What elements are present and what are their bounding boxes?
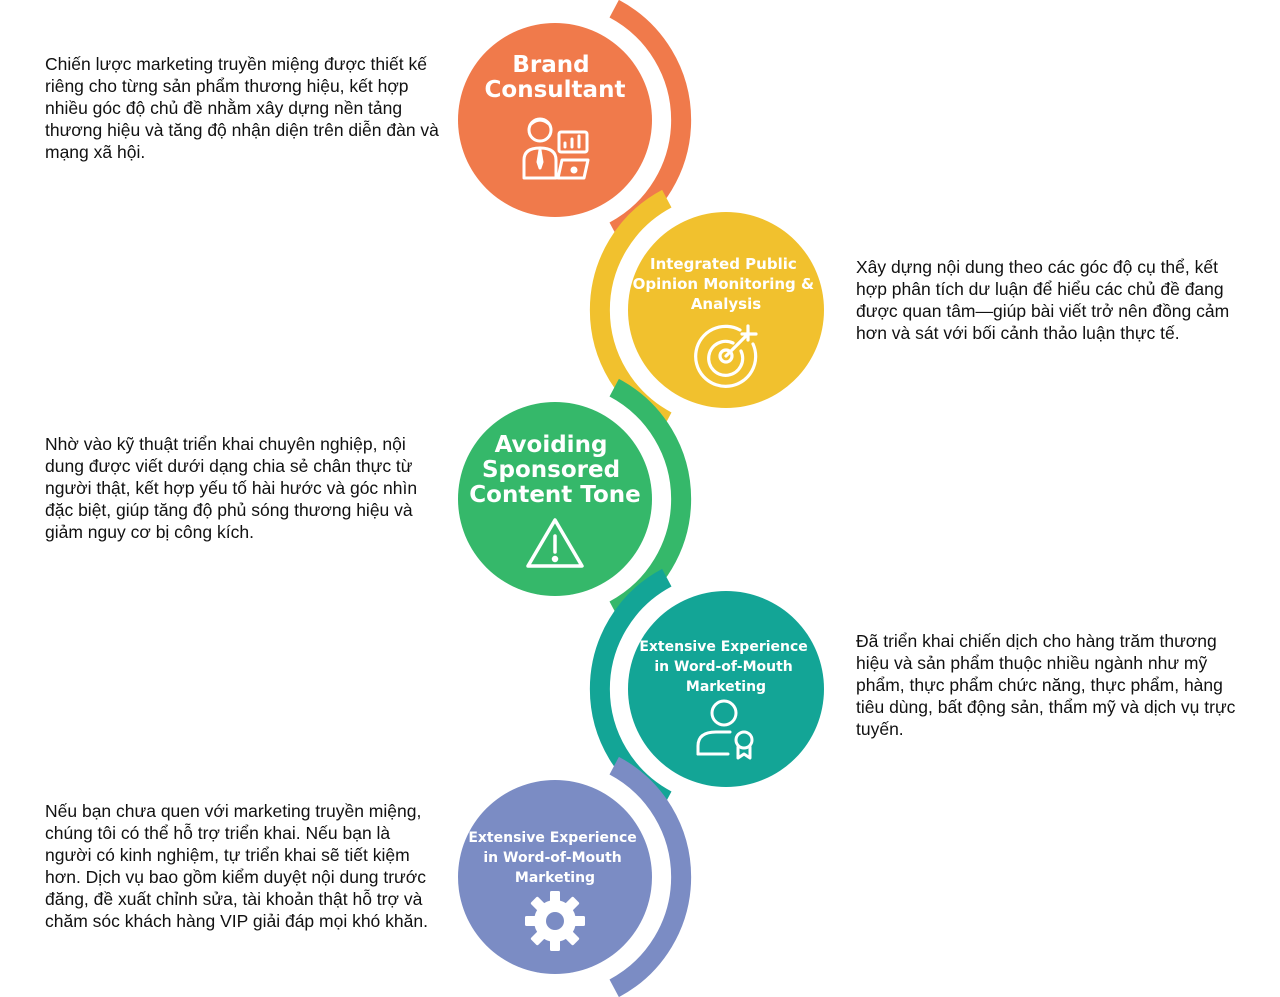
step-4-title-line: Marketing bbox=[686, 679, 766, 695]
step-2-title: Integrated Public Opinion Monitoring & A… bbox=[633, 255, 820, 313]
user-badge-icon bbox=[696, 699, 754, 760]
step-5-description: Nếu bạn chưa quen với marketing truyền m… bbox=[45, 801, 428, 931]
step-5-title-line: in Word-of-Mouth bbox=[483, 850, 621, 866]
step-5-arc bbox=[609, 756, 692, 997]
step-1-circle bbox=[458, 23, 652, 217]
step-5-title-line: Extensive Experience bbox=[468, 830, 636, 846]
step-5-title: Extensive Experience in Word-of-Mouth Ma… bbox=[468, 830, 641, 886]
step-3-title-line: Sponsored bbox=[482, 457, 620, 483]
step-4-description: Đã triển khai chiến dịch cho hàng trăm t… bbox=[856, 631, 1236, 739]
step-1-title-line: Consultant bbox=[485, 77, 626, 103]
step-2-title-line: Integrated Public bbox=[650, 255, 797, 273]
step-5-title-line: Marketing bbox=[515, 870, 595, 886]
step-4-title-line: in Word-of-Mouth bbox=[654, 659, 792, 675]
step-4-circle bbox=[628, 591, 824, 787]
step-2-description: Xây dựng nội dung theo các góc độ cụ thể… bbox=[856, 257, 1230, 343]
consultant-presentation-icon bbox=[522, 117, 590, 180]
step-2-title-line: Opinion Monitoring & bbox=[633, 275, 814, 293]
target-icon bbox=[694, 324, 758, 388]
step-4-title-line: Extensive Experience bbox=[639, 639, 807, 655]
step-3-title-line: Content Tone bbox=[469, 482, 640, 508]
step-2-circle bbox=[628, 212, 824, 408]
step-5-circle bbox=[458, 780, 652, 974]
step-5: Extensive Experience in Word-of-Mouth Ma… bbox=[458, 756, 692, 997]
step-1-title: Brand Consultant bbox=[485, 52, 626, 103]
warning-icon bbox=[526, 518, 584, 568]
step-1: Brand Consultant bbox=[458, 0, 692, 241]
step-3-title: Avoiding Sponsored Content Tone bbox=[469, 432, 640, 508]
step-3: Avoiding Sponsored Content Tone bbox=[458, 378, 692, 620]
step-2-title-line: Analysis bbox=[691, 295, 761, 313]
step-3-title-line: Avoiding bbox=[495, 432, 608, 458]
step-3-circle bbox=[458, 402, 652, 596]
step-1-title-line: Brand bbox=[512, 52, 589, 78]
step-3-description: Nhờ vào kỹ thuật triển khai chuyên nghiệ… bbox=[45, 434, 418, 542]
step-4-title: Extensive Experience in Word-of-Mouth Ma… bbox=[639, 639, 812, 695]
gear-icon bbox=[525, 891, 585, 951]
step-1-description: Chiến lược marketing truyền miệng được t… bbox=[45, 54, 439, 162]
